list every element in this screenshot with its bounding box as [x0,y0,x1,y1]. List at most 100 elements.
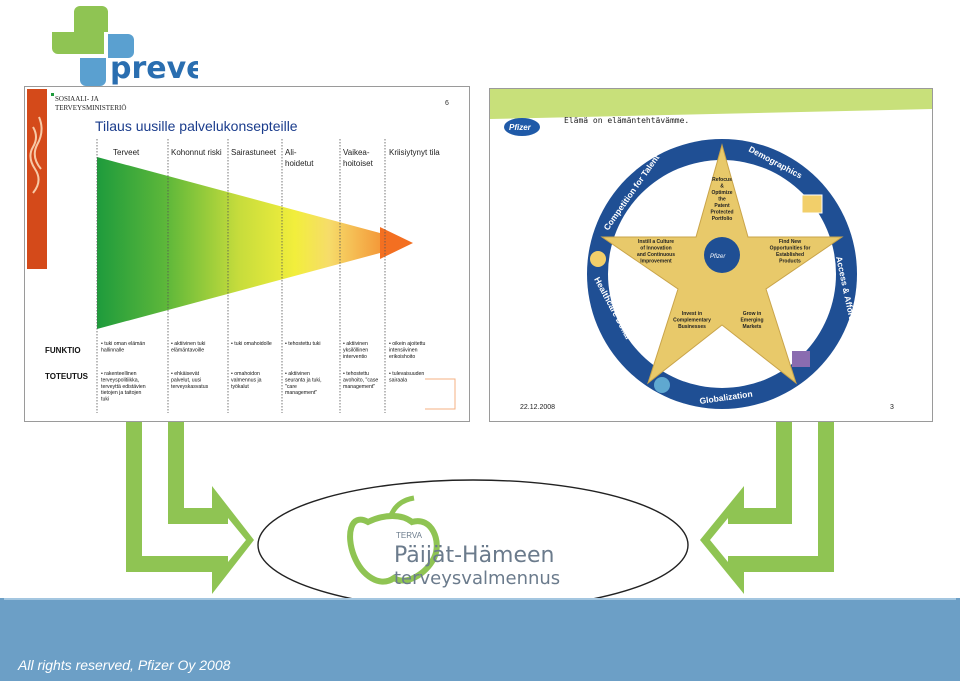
toteutus-cell: • omahoidon [231,371,260,377]
preve-wordmark: preve [110,51,198,86]
star-point-text: and Continuous [637,252,675,258]
star-point-text: the [718,197,726,203]
ministry-emblem-icon [27,89,47,269]
terva-line2: terveysvalmennus [394,568,560,589]
star-point-text: Markets [743,324,762,330]
column-header-healthy: Terveet [113,148,140,157]
footer-band-highlight [4,598,956,600]
corner-decoration [425,378,456,410]
star-point-text: Emerging [740,318,763,324]
toteutus-cell: management" [343,384,375,390]
funktio-cell: interventio [343,354,367,360]
star-point-text: Opportunities for [770,246,811,252]
funktio-cell: • tuki omahoidolle [231,341,272,347]
footer-copyright: All rights reserved, Pfizer Oy 2008 [18,657,231,673]
apple-logo-icon [347,495,440,585]
strategy-wheel: Competition for Talent Demographics Acce… [587,139,863,409]
slide-title: Tilaus uusille palvelukonsepteille [95,118,298,134]
globe-icon [654,377,670,393]
right-arrow [700,420,834,594]
slide-page-number: 6 [445,100,449,107]
toteutus-cell: terveyskasvatus [171,384,209,390]
column-dividers [96,139,386,413]
terva-prefix: TERVA [396,531,423,540]
toteutus-cell: terveyspolitiikka, [101,377,139,383]
star-point-text: Grow in [743,311,762,317]
terva-line1: Päijät-Hämeen [394,543,555,568]
toteutus-cell: avohoito, "case [343,377,378,383]
preve-cross-icon [52,6,134,86]
funnel-arrowhead [380,227,413,259]
funktio-cell: elämäntavoille [171,347,204,353]
star-point-text: Complementary [673,318,711,324]
toteutus-cells: • rakenteellinenterveyspolitiikka,tervey… [101,371,424,403]
star-point-text: Optimize [711,190,732,196]
toteutus-cell: • aktiivinen [285,371,310,377]
toteutus-cell: "care [285,384,297,390]
health-funnel-chart [97,157,413,329]
toteutus-cell: • tulevaisuuden [389,371,424,377]
star-center-brand: Pfizer [710,254,726,260]
column-header-crisis: Kriisiytynyt tila [389,148,440,157]
star-point-text: Improvement [640,259,672,265]
funktio-cell: • tehostettu tuki [285,341,321,347]
column-header-raised-risk: Kohonnut riski [171,148,222,157]
column-header-difficult: Vaikea-hoitoiset [343,148,374,168]
pfizer-strategy-slide: Pfizer Elämä on elämäntehtävämme. Compet… [489,88,933,422]
funktio-cell: • tuki oman elämän [101,341,145,347]
star-point-text: Invest in [682,311,702,317]
service-concept-slide: SOSIAALI- JA TERVEYSMINISTERIÖ Tilaus uu… [24,86,470,422]
slide-page-number-right: 3 [890,404,894,411]
toteutus-cell: • ehkäisevät [171,371,200,377]
row-label-toteutus: TOTEUTUS [45,372,89,381]
star-point-text: & [720,184,724,190]
slide-top-band [490,89,932,119]
pfizer-logo-icon: Pfizer [504,118,540,136]
funktio-cell: intensiivinen [389,347,418,353]
star-point-text: Protected [710,210,733,216]
funktio-cell: hallinnalle [101,347,124,353]
column-headers: Terveet Kohonnut riski Sairastuneet Ali-… [113,148,440,168]
column-header-undertreated: Ali-hoidetut [285,148,314,168]
footer-band [0,598,960,681]
toteutus-cell: tuki [101,397,109,403]
star-point-text: Established [776,252,804,258]
pfizer-logo-text: Pfizer [509,123,532,132]
toteutus-cell: • rakenteellinen [101,371,137,377]
star-point-text: Businesses [678,324,706,330]
terva-logo-ellipse: TERVA Päijät-Hämeen terveysvalmennus [257,479,689,611]
ministry-name-line1: SOSIAALI- JA [55,95,99,103]
ring-icons [590,194,823,393]
star-point-text: Instill a Culture [638,239,674,245]
toteutus-cell: sairaala [389,377,407,383]
funktio-cell: • aktiivinen tuki [171,341,205,347]
star-point-text: Refocus [712,177,732,183]
toteutus-cell: seuranta ja tuki, [285,377,322,383]
star-point-text: Portfolio [712,216,733,222]
left-arrow [126,420,254,594]
buildings-icon [792,351,810,367]
preve-logo: preve [48,4,207,86]
row-label-funktio: FUNKTIO [45,346,81,355]
toteutus-cell: valmennus ja [231,377,262,383]
star-point-text: of Innovation [640,246,671,252]
star-point-text: Products [779,259,801,265]
funktio-cell: erikoishoito [389,354,415,360]
toteutus-cell: tietojen ja taitojen [101,390,141,396]
toteutus-cell: työkalut [231,384,249,390]
dollar-coin-icon [590,251,606,267]
star-point-refocus: Refocus&OptimizethePatentProtectedPortfo… [710,177,733,222]
toteutus-cell: terveyttä edistävien [101,384,146,390]
funktio-cell: • oikein ajoitettu [389,341,426,347]
toteutus-cell: palvelut, uusi [171,377,201,383]
toteutus-cell: management" [285,390,317,396]
star-point-text: Patent [714,203,730,209]
ministry-name-line2: TERVEYSMINISTERIÖ [55,104,126,112]
funktio-cell: yksilöllinen [343,347,368,353]
